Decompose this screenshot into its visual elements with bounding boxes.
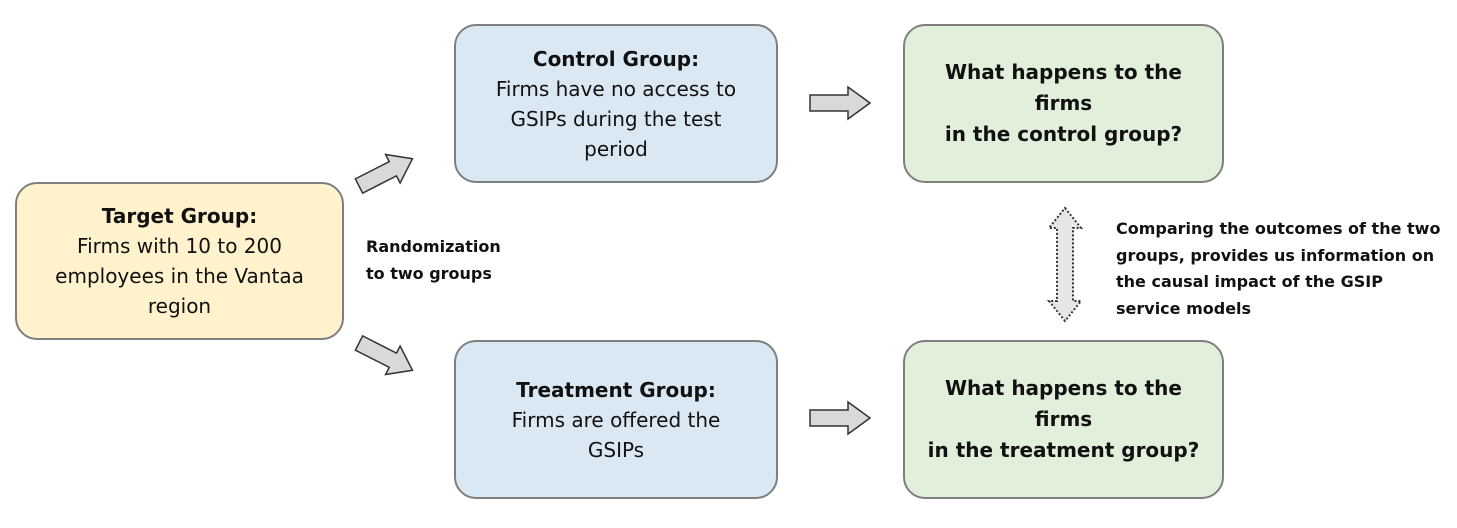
randomize-to-treatment-arrow-shape bbox=[350, 327, 421, 386]
comparison-label: Comparing the outcomes of the two groups… bbox=[1116, 216, 1454, 322]
control-to-outcome-arrow-shape bbox=[809, 86, 871, 120]
control-group-box: Control Group: Firms have no access to G… bbox=[454, 24, 778, 183]
control-to-outcome-arrow bbox=[809, 86, 871, 120]
control-group-line-1: Firms have no access to bbox=[495, 76, 737, 101]
randomize-to-treatment-arrow bbox=[350, 327, 421, 386]
treatment-group-box: Treatment Group: Firms are offered the G… bbox=[454, 340, 778, 499]
target-group-line-3: region bbox=[147, 294, 212, 318]
control-outcome-line-1: What happens to the firms bbox=[945, 60, 1182, 115]
randomize-to-control-arrow-shape bbox=[350, 143, 421, 202]
control-group-line-3: period bbox=[584, 136, 648, 161]
comparison-line-2: groups, provides us information on bbox=[1116, 245, 1435, 265]
target-group-title: Target Group: bbox=[101, 204, 258, 228]
control-outcome-line-2: in the control group? bbox=[944, 122, 1183, 146]
treatment-outcome-box: What happens to the firms in the treatme… bbox=[903, 340, 1224, 499]
control-group-title: Control Group: bbox=[532, 46, 700, 71]
control-group-line-2: GSIPs during the test bbox=[510, 106, 722, 131]
treatment-group-line-1: Firms are offered the bbox=[511, 407, 721, 432]
compare-outcomes-double-arrow bbox=[1046, 206, 1084, 323]
treatment-outcome-line-2: in the treatment group? bbox=[927, 438, 1200, 462]
control-outcome-box: What happens to the firms in the control… bbox=[903, 24, 1224, 183]
comparison-line-4: service models bbox=[1116, 298, 1252, 318]
randomization-label: Randomization to two groups bbox=[366, 234, 536, 287]
randomization-line-1: Randomization bbox=[366, 237, 501, 256]
randomization-line-2: to two groups bbox=[366, 263, 492, 283]
treatment-outcome-line-1: What happens to the firms bbox=[945, 376, 1182, 431]
comparison-line-3: the causal impact of the GSIP bbox=[1116, 272, 1383, 291]
comparison-line-1: Comparing the outcomes of the two bbox=[1116, 219, 1441, 238]
randomize-to-control-arrow bbox=[350, 143, 421, 202]
treatment-to-outcome-arrow-shape bbox=[809, 401, 871, 435]
target-group-line-2: employees in the Vantaa bbox=[55, 264, 304, 288]
target-group-line-1: Firms with 10 to 200 bbox=[77, 234, 282, 258]
treatment-to-outcome-arrow bbox=[809, 401, 871, 435]
treatment-group-title: Treatment Group: bbox=[516, 377, 716, 402]
target-group-box: Target Group: Firms with 10 to 200 emplo… bbox=[15, 182, 344, 340]
treatment-group-line-2: GSIPs bbox=[587, 437, 645, 462]
